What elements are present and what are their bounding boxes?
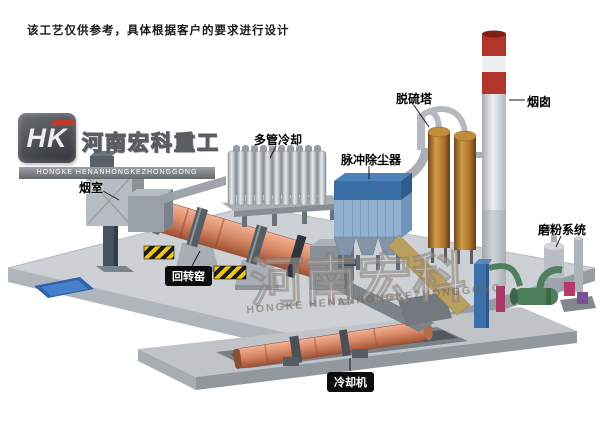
label-smoke-chamber: 烟室: [79, 181, 104, 195]
smoke-chamber: [86, 151, 173, 272]
label-leader-lines: [102, 99, 562, 371]
label-desulfurization-tower: 脱硫塔: [396, 92, 433, 106]
chimney: [482, 30, 506, 286]
pulse-dust-collector: [333, 147, 431, 270]
desulfurization-towers: [417, 106, 484, 264]
cooler-supports: [283, 349, 368, 366]
label-multi-tube-cooler: 多管冷却: [254, 133, 303, 147]
logo-hk-monogram: HK: [18, 113, 76, 163]
logo-red-accent: [50, 120, 76, 126]
label-grinding-system: 磨粉系统: [538, 223, 587, 237]
water-pool: [34, 277, 94, 298]
rotary-kiln: [142, 197, 333, 281]
disclaimer-text: 该工艺仅供参考，具体根据客户的要求进行设计: [27, 25, 290, 37]
transfer-conveyors: [387, 234, 523, 328]
logo-company-name-cn: 河南宏科重工: [81, 131, 220, 155]
label-cooling-machine: 冷却机: [327, 372, 374, 392]
logo-company-name-en: HONGKE HENANHONGKEZHONGGONG: [19, 167, 215, 179]
cooler-tubes-front: [227, 150, 327, 206]
label-pulse-dust-collector: 脉冲除尘器: [341, 153, 402, 167]
multi-tube-cooler: [158, 145, 344, 227]
cooling-machine: [232, 320, 433, 369]
grinding-system: [510, 230, 596, 312]
label-chimney: 烟囱: [527, 95, 552, 109]
label-rotary-kiln: 回转窑: [165, 266, 212, 286]
